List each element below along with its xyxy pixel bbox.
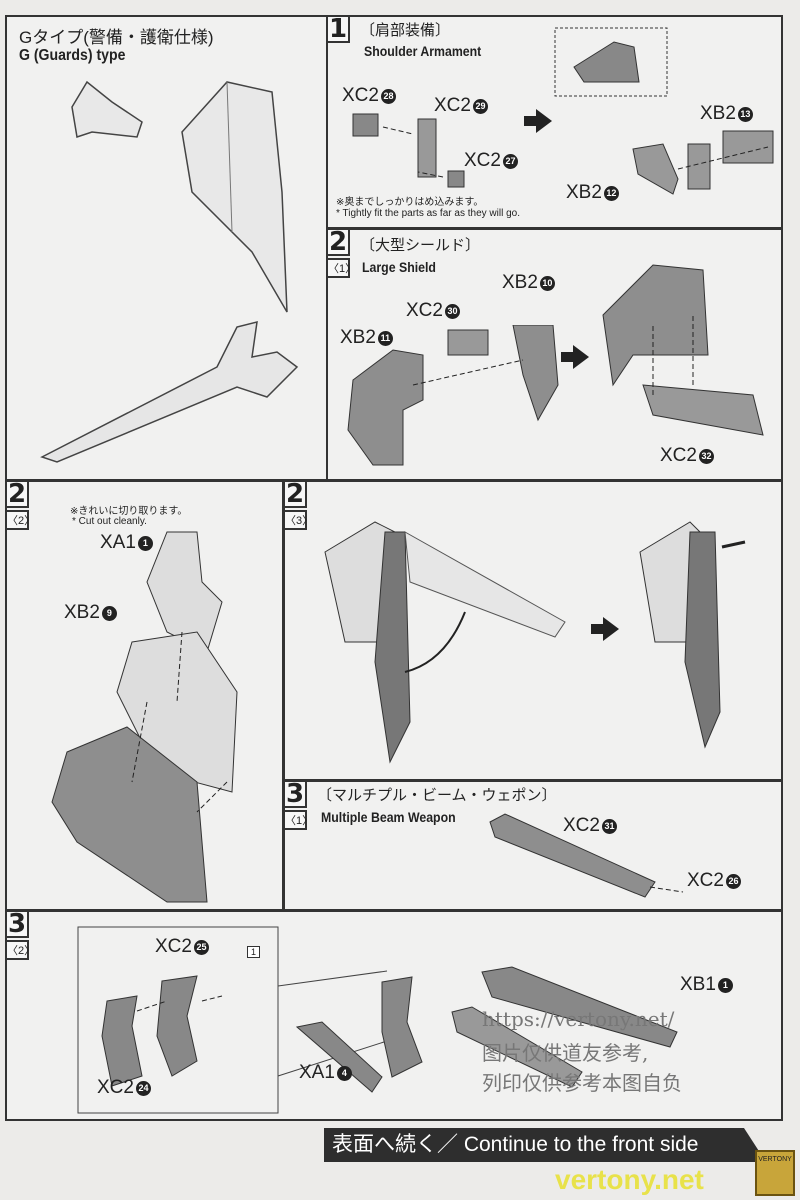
reference-tag: 1 xyxy=(247,946,261,958)
sub-step: 〈1〉 xyxy=(326,258,356,278)
detail-inset xyxy=(554,27,668,97)
step-title-en: Multiple Beam Weapon xyxy=(321,809,456,825)
beam-weapon-assembly-illustration xyxy=(295,966,678,1093)
shield-front-illustration xyxy=(51,531,238,903)
shield-illustration xyxy=(181,81,288,313)
g-type-title-en: G (Guards) type xyxy=(19,47,126,64)
continue-banner: 表面へ続く／ Continue to the front side xyxy=(324,1128,766,1162)
watermark-brand: vertony.net xyxy=(555,1164,704,1195)
note-jp: ※きれいに切り取ります。 xyxy=(70,506,188,517)
g-type-panel: Gタイプ(警備・護衛仕様) G (Guards) type xyxy=(5,15,328,481)
shield-folded-illustration xyxy=(639,521,746,749)
shoulder-part-illustration xyxy=(71,80,143,138)
note-en: * Tightly fit the parts as far as they w… xyxy=(336,208,520,219)
sub-step: 〈2〉 xyxy=(5,940,35,960)
step-number: 3 xyxy=(5,910,29,938)
step-2-3-panel: 2 〈3〉 xyxy=(283,480,783,781)
shield-fold-illustration xyxy=(324,521,566,764)
step-number: 3 xyxy=(283,780,307,808)
beam-weapon-illustration xyxy=(40,321,299,463)
step-title-jp: 〔マルチプル・ビーム・ウェポン〕 xyxy=(317,787,557,804)
sub-step: 〈2〉 xyxy=(5,510,35,530)
beam-weapon-part-illustration xyxy=(489,813,684,898)
watermark-line1: 图片仅供道友参考, xyxy=(482,1041,649,1065)
step-number: 2 xyxy=(283,480,307,508)
sub-step: 〈3〉 xyxy=(283,510,313,530)
sub-step: 〈1〉 xyxy=(283,810,313,830)
step-title-jp: 〔肩部装備〕 xyxy=(360,22,451,39)
step-2-2-panel: 2 〈2〉 ※きれいに切り取ります。 * Cut out cleanly. XA… xyxy=(5,480,284,911)
step-3-1-panel: 3 〈1〉 〔マルチプル・ビーム・ウェポン〕 Multiple Beam Wea… xyxy=(283,780,783,911)
parts-illustration xyxy=(352,113,465,188)
shield-assembled-illustration xyxy=(602,264,764,436)
step-number: 2 xyxy=(326,228,350,256)
next-arrow-icon xyxy=(561,345,589,369)
vertony-logo: VERTONY xyxy=(755,1150,795,1196)
shield-parts-illustration xyxy=(347,325,559,466)
step-title-jp: 〔大型シールド〕 xyxy=(360,237,481,254)
note-en: * Cut out cleanly. xyxy=(72,516,147,527)
note-jp: ※奥までしっかりはめ込みます。 xyxy=(336,197,484,208)
step-title-en: Large Shield xyxy=(362,259,436,275)
step-number: 1 xyxy=(326,15,350,43)
watermark-url: https://vertony.net/ xyxy=(482,1007,675,1031)
step-number: 2 xyxy=(5,480,29,508)
parts-illustration xyxy=(632,130,774,195)
next-arrow-icon xyxy=(524,109,552,133)
g-type-title-jp: Gタイプ(警備・護衛仕様) xyxy=(19,28,214,47)
watermark-line2: 列印仅供参考本图自负 xyxy=(482,1071,682,1095)
grip-inset-illustration xyxy=(77,926,388,1114)
next-arrow-icon xyxy=(591,617,619,641)
step-title-en: Shoulder Armament xyxy=(364,43,482,59)
